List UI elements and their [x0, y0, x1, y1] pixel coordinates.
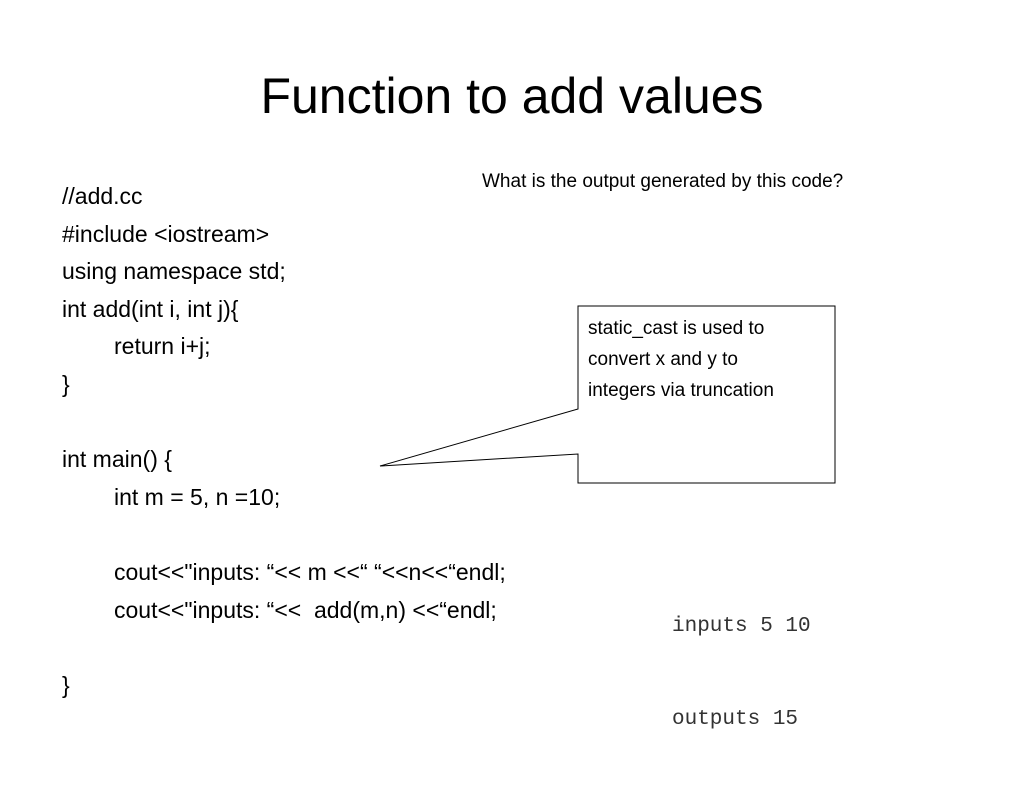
code-block: //add.cc #include <iostream> using names… — [62, 178, 506, 704]
code-line: //add.cc — [62, 183, 143, 209]
code-line: int m = 5, n =10; — [114, 483, 281, 510]
output-line: inputs 5 10 — [672, 615, 811, 638]
callout-text: static_cast is used to convert x and y t… — [588, 313, 828, 406]
callout-shape — [379, 305, 836, 484]
code-line: } — [62, 370, 70, 397]
question-text: What is the output generated by this cod… — [482, 171, 844, 192]
callout-line: convert x and y to — [588, 349, 738, 370]
slide: Function to add values What is the outpu… — [62, 68, 844, 731]
code-line: cout<<"inputs: “<< add(m,n) <<“endl; — [114, 596, 497, 623]
slide-title: Function to add values — [260, 68, 764, 124]
callout-line: integers via truncation — [588, 380, 774, 401]
code-line: } — [62, 671, 70, 698]
output-block: inputs 5 10 outputs 15 — [672, 549, 811, 797]
output-line: outputs 15 — [672, 708, 799, 731]
code-line: #include <iostream> — [62, 220, 270, 247]
callout-line: static_cast is used to — [588, 318, 765, 339]
code-line: return i+j; — [114, 333, 211, 360]
code-line: cout<<"inputs: “<< m <<“ “<<n<<“endl; — [114, 558, 506, 585]
code-line: int main() { — [62, 446, 172, 473]
code-line: int add(int i, int j){ — [62, 295, 239, 322]
code-line: using namespace std; — [62, 258, 286, 285]
